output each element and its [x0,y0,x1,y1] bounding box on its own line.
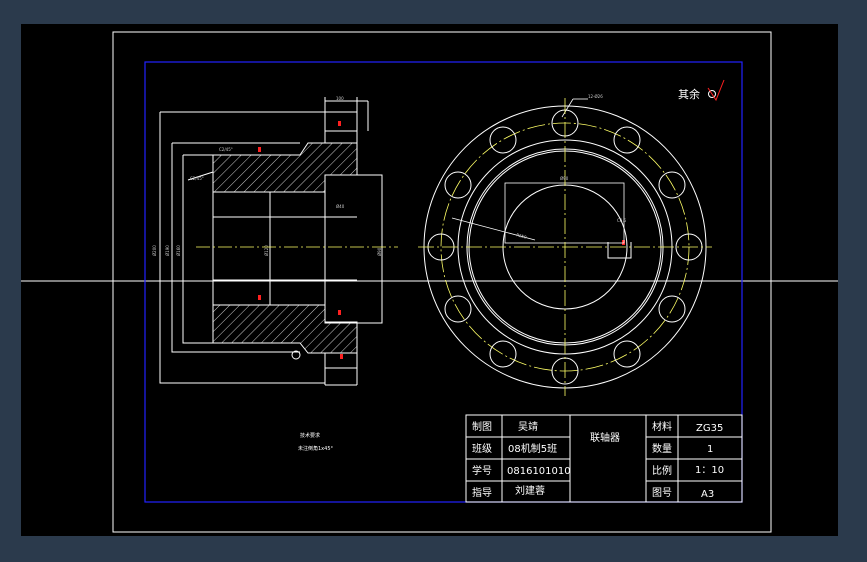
svg-text:Ø120: Ø120 [264,245,269,256]
svg-text:100: 100 [336,96,344,101]
bolt-hole [489,340,517,368]
sheet-value: A3 [701,489,714,500]
bolt-hole [658,295,686,323]
class-value: 08机制5班 [508,442,557,455]
svg-text:Ø90: Ø90 [377,247,382,256]
technical-notes-line1: 未注倒角1x45° [298,445,334,452]
svg-text:Ø90: Ø90 [560,176,569,181]
bolt-hole [658,171,686,199]
front-centerlines [418,98,712,396]
technical-notes: 技术要求 未注倒角1x45° [298,432,334,452]
front-dimension-texts: 12-Ø26 Ø90 R250 C0.5 [516,94,627,240]
scale-value: 1：10 [695,465,724,476]
svg-text:C2/45°: C2/45° [190,176,204,181]
svg-text:Ø40: Ø40 [336,204,345,209]
title-block-texts: 制图 吴靖 班级 08机制5班 学号 0816101010 指导 刘建蓉 联轴器… [472,420,724,500]
bolt-hole [613,126,641,154]
student-id-label: 学号 [472,464,492,477]
svg-text:C2/45°: C2/45° [219,147,233,152]
svg-text:R250: R250 [516,232,528,240]
material-label: 材料 [652,420,672,433]
outer-frame [112,31,772,533]
quantity-value: 1 [707,444,713,455]
roughness-check-icon [707,79,725,102]
section-hatch-top [212,142,358,193]
svg-text:12-Ø26: 12-Ø26 [588,94,603,99]
material-value: ZG35 [696,423,723,434]
section-hatch-bottom [212,304,358,354]
bolt-hole [613,340,641,368]
svg-text:C0.5: C0.5 [617,218,627,223]
sheet-label: 图号 [652,487,672,499]
drawn-by-label: 制图 [472,420,492,433]
student-id-value: 0816101010 [507,466,571,477]
section-dimension-texts: 100 C2/45° C2/45° Ø40 Ø200 Ø190 Ø160 Ø12… [152,96,382,256]
advisor-label: 指导 [472,486,492,499]
svg-text:Ø160: Ø160 [176,245,181,256]
bolt-hole [489,126,517,154]
quantity-label: 数量 [652,442,672,455]
roughness-symbol-icon [708,90,716,98]
drawn-by-value: 吴靖 [518,420,538,433]
bolt-hole [444,171,472,199]
roughness-markers [258,121,625,359]
svg-text:Ø190: Ø190 [165,245,170,256]
svg-text:Ø200: Ø200 [152,245,157,256]
roughness-note-label: 其余 [678,87,700,101]
section-view [159,97,383,386]
scale-label: 比例 [652,464,672,477]
inner-frame [144,61,743,503]
technical-notes-heading: 技术要求 [300,432,320,439]
advisor-value: 刘建蓉 [515,484,545,497]
roughness-note: 其余 [678,79,725,102]
bolt-hole [444,295,472,323]
part-name: 联轴器 [590,431,620,444]
title-block [465,414,743,503]
class-label: 班级 [472,443,492,455]
